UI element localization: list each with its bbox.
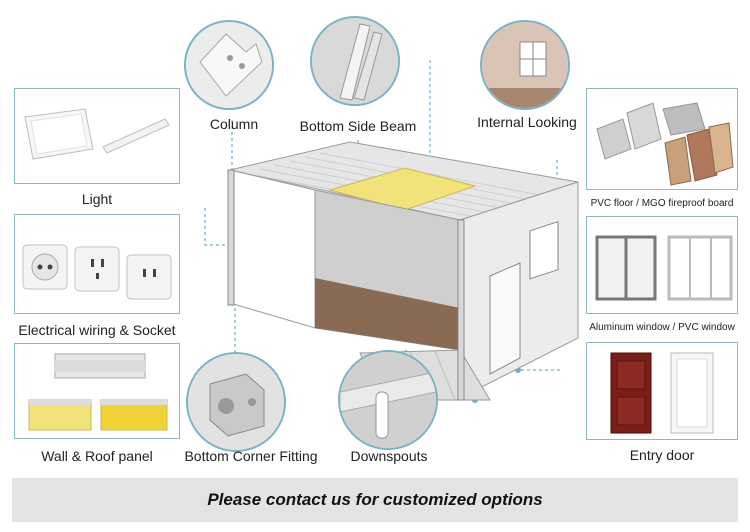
downspouts-label: Downspouts bbox=[350, 448, 428, 464]
pvc-floor-label: PVC floor / MGO fireproof board bbox=[590, 198, 734, 209]
entry-door-label: Entry door bbox=[629, 447, 695, 463]
electrical-label: Electrical wiring & Socket bbox=[18, 322, 176, 338]
column-image bbox=[184, 20, 274, 110]
column-label: Column bbox=[209, 116, 259, 132]
window-label: Aluminum window / PVC window bbox=[589, 322, 735, 333]
wall-roof-label: Wall & Roof panel bbox=[41, 448, 153, 464]
door-image bbox=[610, 352, 714, 434]
bottom-corner-fitting-image bbox=[186, 352, 286, 452]
window-image-frame bbox=[586, 216, 738, 314]
window-image bbox=[595, 235, 733, 301]
contact-banner-text: Please contact us for customized options bbox=[207, 490, 543, 509]
entry-door-image-frame bbox=[586, 342, 738, 440]
wall-roof-image-frame bbox=[14, 343, 180, 439]
floor-board-image bbox=[596, 102, 734, 186]
light-label: Light bbox=[81, 191, 113, 207]
internal-looking-label: Internal Looking bbox=[477, 114, 577, 130]
socket-image bbox=[22, 244, 172, 300]
downspouts-image bbox=[338, 350, 438, 450]
bottom-corner-fitting-label: Bottom Corner Fitting bbox=[184, 448, 318, 464]
bottom-side-beam-label: Bottom Side Beam bbox=[299, 118, 417, 134]
light-panel-image bbox=[24, 108, 170, 160]
electrical-image-frame bbox=[14, 214, 180, 314]
pvc-floor-image-frame bbox=[586, 88, 738, 190]
bottom-side-beam-image bbox=[310, 16, 400, 106]
contact-banner: Please contact us for customized options bbox=[12, 478, 738, 522]
internal-looking-image bbox=[480, 20, 570, 110]
light-image-frame bbox=[14, 88, 180, 184]
sandwich-panel-image bbox=[28, 353, 168, 431]
